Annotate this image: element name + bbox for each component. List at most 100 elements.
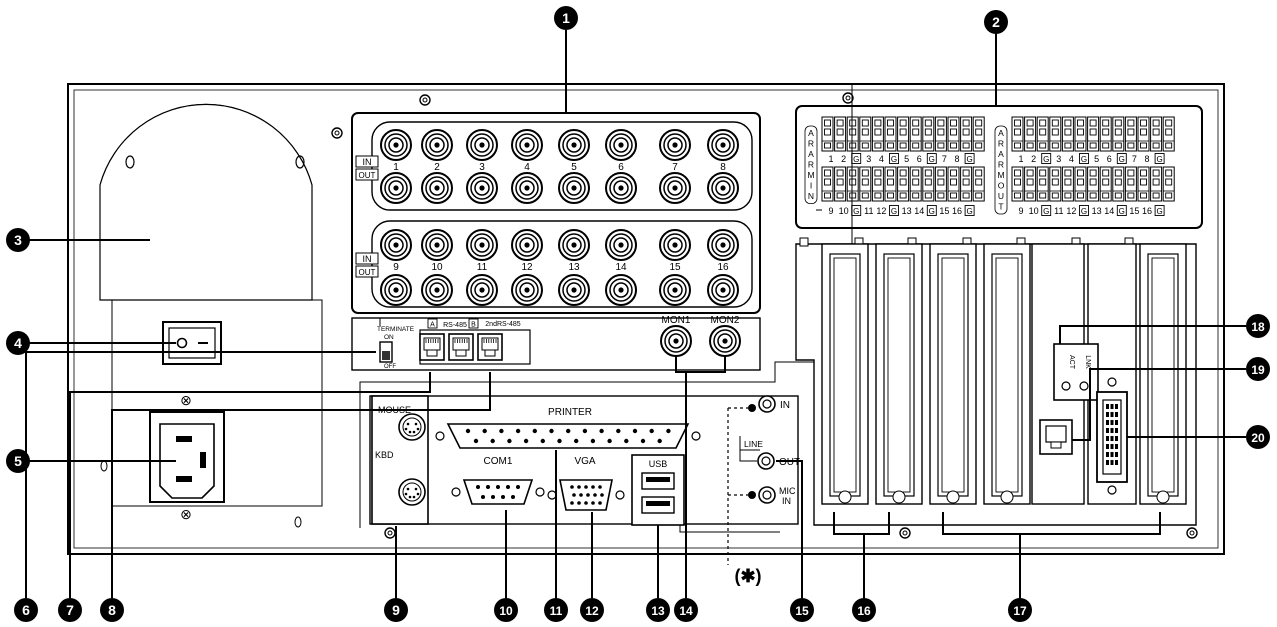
bnc-connector-3-7[interactable] (659, 229, 691, 261)
bnc-connector-1-8[interactable] (707, 129, 739, 161)
alarm-terminal[interactable] (897, 116, 910, 152)
alarm-terminal[interactable] (1011, 166, 1024, 202)
mic-in-jack[interactable] (758, 486, 776, 504)
alarm-terminal[interactable] (859, 166, 872, 202)
rs485-ports[interactable] (419, 333, 503, 361)
alarm-terminal[interactable] (1162, 116, 1175, 152)
alarm-terminal[interactable] (1124, 116, 1137, 152)
alarm-terminal[interactable] (834, 116, 847, 152)
dvi-port[interactable] (1096, 377, 1128, 495)
alarm-terminal[interactable] (1049, 166, 1062, 202)
alarm-terminal[interactable] (821, 166, 834, 202)
bnc-connector-1-6[interactable] (605, 129, 637, 161)
bnc-connector-4-8[interactable] (707, 274, 739, 306)
lan-port[interactable] (1039, 419, 1073, 455)
alarm-terminal[interactable] (1112, 116, 1125, 152)
alarm-terminal[interactable] (909, 116, 922, 152)
bnc-connector-4-3[interactable] (466, 274, 498, 306)
alarm-terminal[interactable] (1099, 166, 1112, 202)
bnc-connector-1-4[interactable] (511, 129, 543, 161)
alarm-terminal[interactable] (1061, 166, 1074, 202)
alarm-terminal[interactable] (1137, 166, 1150, 202)
bnc-connector-4-4[interactable] (511, 274, 543, 306)
alarm-terminal[interactable] (1112, 166, 1125, 202)
bnc-connector-2-1[interactable] (380, 172, 412, 204)
line-out-jack[interactable] (757, 452, 775, 470)
bnc-connector-3-5[interactable] (558, 229, 590, 261)
bnc-connector-2-8[interactable] (707, 172, 739, 204)
bnc-connector-1-3[interactable] (466, 129, 498, 161)
printer-port[interactable]: PRINTER (435, 407, 701, 449)
bnc-connector-4-5[interactable] (558, 274, 590, 306)
bnc-connector-3-6[interactable] (605, 229, 637, 261)
alarm-terminal[interactable] (884, 116, 897, 152)
alarm-terminal[interactable] (1099, 116, 1112, 152)
alarm-terminal[interactable] (1162, 166, 1175, 202)
bnc-connector-2-7[interactable] (659, 172, 691, 204)
keyboard-port[interactable]: KBD (375, 450, 426, 506)
alarm-terminal[interactable] (1074, 166, 1087, 202)
alarm-terminal[interactable] (871, 166, 884, 202)
bnc-connector-1-2[interactable] (421, 129, 453, 161)
alarm-terminal[interactable] (1137, 116, 1150, 152)
alarm-terminal[interactable] (1087, 166, 1100, 202)
rs485-port-1[interactable] (419, 333, 445, 361)
alarm-terminal[interactable] (1150, 166, 1163, 202)
alarm-terminal[interactable] (846, 116, 859, 152)
alarm-terminal[interactable] (859, 116, 872, 152)
bnc-connector-2-2[interactable] (421, 172, 453, 204)
usb-ports[interactable]: USB (631, 454, 685, 526)
mon1-connector[interactable] (660, 325, 692, 357)
alarm-terminal[interactable] (884, 166, 897, 202)
alarm-terminal[interactable] (1074, 116, 1087, 152)
alarm-terminal[interactable] (846, 166, 859, 202)
bnc-connector-1-5[interactable] (558, 129, 590, 161)
alarm-terminal[interactable] (897, 166, 910, 202)
alarm-terminal[interactable] (972, 116, 985, 152)
alarm-terminal[interactable] (821, 116, 834, 152)
vga-port[interactable]: VGA (547, 456, 625, 511)
bnc-connector-4-2[interactable] (421, 274, 453, 306)
bnc-connector-3-4[interactable] (511, 229, 543, 261)
alarm-terminal[interactable] (1036, 166, 1049, 202)
bnc-connector-4-6[interactable] (605, 274, 637, 306)
alarm-terminal[interactable] (1150, 116, 1163, 152)
alarm-terminal[interactable] (934, 166, 947, 202)
alarm-terminal[interactable] (1049, 116, 1062, 152)
rs485-port-2[interactable] (448, 333, 474, 361)
alarm-terminal[interactable] (834, 166, 847, 202)
bnc-connector-1-1[interactable] (380, 129, 412, 161)
bnc-connector-2-4[interactable] (511, 172, 543, 204)
bnc-connector-1-7[interactable] (659, 129, 691, 161)
alarm-terminal[interactable] (922, 116, 935, 152)
bnc-connector-2-6[interactable] (605, 172, 637, 204)
alarm-terminal[interactable] (947, 166, 960, 202)
ac-inlet[interactable]: ⊗ ⊗ (149, 392, 225, 522)
alarm-terminal[interactable] (1036, 116, 1049, 152)
line-in-jack[interactable] (758, 395, 776, 413)
bnc-connector-2-3[interactable] (466, 172, 498, 204)
bnc-connector-3-1[interactable] (380, 229, 412, 261)
bnc-connector-3-3[interactable] (466, 229, 498, 261)
alarm-terminal[interactable] (1087, 116, 1100, 152)
alarm-terminal[interactable] (972, 166, 985, 202)
com1-port[interactable]: COM1 (451, 456, 545, 505)
alarm-terminal[interactable] (1061, 116, 1074, 152)
alarm-terminal[interactable] (934, 116, 947, 152)
alarm-terminal[interactable] (960, 116, 973, 152)
rs485-port-3[interactable] (477, 333, 503, 361)
alarm-terminal[interactable] (960, 166, 973, 202)
bnc-connector-4-7[interactable] (659, 274, 691, 306)
alarm-terminal[interactable] (1011, 116, 1024, 152)
bnc-connector-3-8[interactable] (707, 229, 739, 261)
alarm-terminal[interactable] (1024, 166, 1037, 202)
bnc-connector-4-1[interactable] (380, 274, 412, 306)
bnc-connector-2-5[interactable] (558, 172, 590, 204)
alarm-terminal[interactable] (909, 166, 922, 202)
alarm-terminal[interactable] (947, 116, 960, 152)
alarm-terminal[interactable] (1024, 116, 1037, 152)
alarm-terminal[interactable] (922, 166, 935, 202)
alarm-terminal[interactable] (871, 116, 884, 152)
alarm-terminal[interactable] (1124, 166, 1137, 202)
bnc-connector-3-2[interactable] (421, 229, 453, 261)
